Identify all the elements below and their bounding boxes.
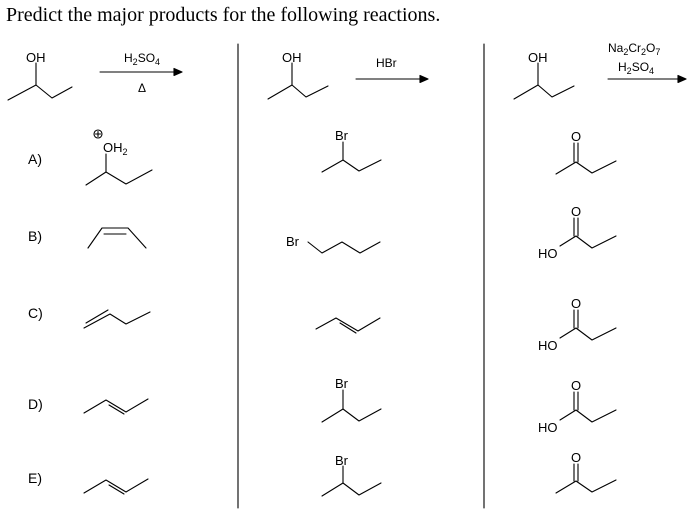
o-label-d: O bbox=[571, 378, 581, 393]
choice-a-col2-2-bromobutane bbox=[321, 141, 382, 173]
reactant-2-oh-label: OH bbox=[282, 50, 302, 65]
o-label-a: O bbox=[571, 129, 581, 144]
reactant-3-butan-2-ol bbox=[513, 62, 575, 100]
oxonium-label: OH2 bbox=[103, 140, 128, 157]
choice-b-col1-cis-2-butene bbox=[87, 227, 147, 249]
o-label-e: O bbox=[571, 450, 581, 465]
reagent-3-acid: H2SO4 bbox=[618, 60, 654, 76]
choice-b-col2-1-bromobutane bbox=[307, 241, 381, 254]
question-title: Predict the major products for the follo… bbox=[6, 4, 441, 26]
reagent-3-oxidant: Na2Cr2O7 bbox=[608, 41, 660, 57]
reagent-2-text: HBr bbox=[376, 56, 397, 70]
br-label-b: Br bbox=[286, 234, 300, 249]
o-label-c: O bbox=[571, 296, 581, 311]
reactant-3-oh-label: OH bbox=[528, 50, 548, 65]
reaction-arrow-1 bbox=[99, 67, 183, 77]
choice-letter-e: E) bbox=[28, 470, 42, 486]
choice-d-col1-trans-2-butene bbox=[83, 398, 149, 415]
ho-label-c: HO bbox=[538, 338, 558, 353]
choice-d-col2-2-bromobutane bbox=[321, 389, 382, 423]
choice-b-col3-propanoic-acid bbox=[559, 217, 617, 249]
choice-letter-a: A) bbox=[28, 151, 42, 167]
choice-c-col2-trans-2-butene bbox=[315, 317, 381, 334]
reaction-arrow-3 bbox=[607, 74, 687, 84]
o-label-b: O bbox=[571, 204, 581, 219]
choice-c-col3-propanoic-acid bbox=[559, 309, 617, 341]
ho-label-b: HO bbox=[538, 246, 558, 261]
choice-e-col3-butanone bbox=[555, 463, 617, 494]
reactant-1-oh-label: OH bbox=[26, 50, 46, 65]
reactant-2-butan-2-ol bbox=[267, 62, 329, 100]
reactant-1-butan-2-ol bbox=[7, 62, 73, 101]
choice-d-col3-propanoic-acid bbox=[559, 391, 617, 423]
choice-a-col1-oxonium bbox=[85, 129, 153, 186]
choice-letter-c: C) bbox=[28, 305, 43, 321]
ho-label-d: HO bbox=[538, 420, 558, 435]
reagent-1-condition: Δ bbox=[138, 81, 146, 95]
choice-e-col2-2-bromobutane bbox=[321, 465, 382, 497]
br-label-e: Br bbox=[335, 453, 349, 468]
choice-a-col3-butanone bbox=[555, 142, 617, 175]
choice-letter-b: B) bbox=[28, 228, 42, 244]
choice-letter-d: D) bbox=[28, 396, 43, 412]
choice-e-col1-trans-2-butene bbox=[83, 478, 149, 495]
choice-c-col1-1-butene bbox=[83, 309, 151, 329]
br-label-d: Br bbox=[335, 376, 349, 391]
reagent-1-text: H2SO4 bbox=[124, 51, 160, 67]
br-label-a: Br bbox=[335, 128, 349, 143]
reaction-arrow-2 bbox=[355, 74, 429, 84]
